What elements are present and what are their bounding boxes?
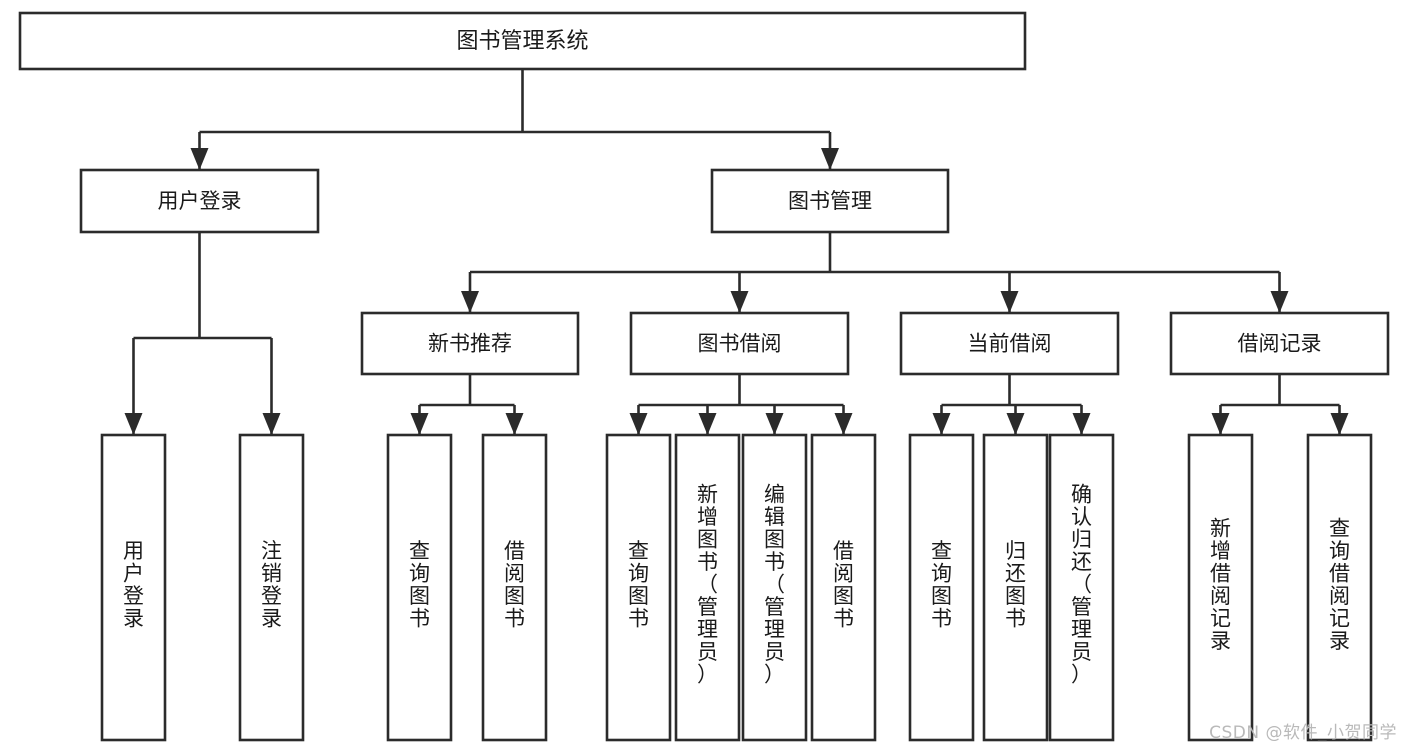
node-box-nbr-borrow-book[interactable]: [481, 433, 548, 742]
node-box-cb-query-book[interactable]: [908, 433, 975, 742]
arrow-head: [1000, 291, 1019, 313]
node-box-bb-query-book[interactable]: [605, 433, 672, 742]
arrow-head: [410, 413, 429, 435]
arrow-head: [124, 413, 143, 435]
node-box-user-login[interactable]: [79, 168, 320, 234]
arrow-head: [1211, 413, 1230, 435]
node-box-nbr-query-book[interactable]: [386, 433, 453, 742]
arrow-head: [765, 413, 784, 435]
arrow-head: [932, 413, 951, 435]
node-label-leaf-logout: 注销登录: [261, 539, 282, 631]
node-book-management[interactable]: 图书管理: [710, 168, 950, 234]
arrow-head: [1072, 413, 1091, 435]
arrow-head: [834, 413, 853, 435]
node-label-cb-confirm-return: 确认归还（管理员）: [1071, 483, 1092, 687]
node-user-login[interactable]: 用户登录: [79, 168, 320, 234]
node-cb-query-book[interactable]: 查询图书: [908, 433, 975, 742]
node-label-nbr-query-book: 查询图书: [409, 539, 430, 631]
arrow-head: [1330, 413, 1349, 435]
node-box-cb-confirm-return[interactable]: [1048, 433, 1115, 742]
node-bb-edit-book[interactable]: 编辑图书（管理员）: [741, 433, 808, 742]
node-box-br-add-record[interactable]: [1187, 433, 1254, 742]
arrow-head: [629, 413, 648, 435]
arrow-head: [1006, 413, 1025, 435]
node-box-root[interactable]: [18, 11, 1027, 71]
node-box-leaf-user-login[interactable]: [100, 433, 167, 742]
node-label-br-query-record: 查询借阅记录: [1329, 516, 1350, 653]
arrow-head: [505, 413, 524, 435]
node-book-borrow[interactable]: 图书借阅: [629, 311, 850, 376]
node-box-current-borrow[interactable]: [899, 311, 1120, 376]
arrow-head: [821, 148, 839, 170]
node-label-user-login: 用户登录: [158, 189, 242, 213]
node-label-book-borrow: 图书借阅: [698, 332, 782, 356]
node-nbr-borrow-book[interactable]: 借阅图书: [481, 433, 548, 742]
node-borrow-record[interactable]: 借阅记录: [1169, 311, 1390, 376]
node-label-br-add-record: 新增借阅记录: [1210, 516, 1231, 653]
node-label-cb-return-book: 归还图书: [1005, 539, 1026, 631]
node-box-cb-return-book[interactable]: [982, 433, 1049, 742]
arrow-head: [730, 291, 749, 313]
node-box-bb-borrow-book[interactable]: [810, 433, 877, 742]
node-leaf-logout[interactable]: 注销登录: [238, 433, 305, 742]
node-br-add-record[interactable]: 新增借阅记录: [1187, 433, 1254, 742]
node-root[interactable]: 图书管理系统: [18, 11, 1027, 71]
node-box-leaf-logout[interactable]: [238, 433, 305, 742]
node-box-book-borrow[interactable]: [629, 311, 850, 376]
node-label-leaf-user-login: 用户登录: [123, 539, 144, 631]
node-bb-borrow-book[interactable]: 借阅图书: [810, 433, 877, 742]
node-bb-query-book[interactable]: 查询图书: [605, 433, 672, 742]
node-box-bb-add-book[interactable]: [674, 433, 741, 742]
node-label-borrow-record: 借阅记录: [1238, 332, 1322, 356]
node-box-book-management[interactable]: [710, 168, 950, 234]
node-bb-add-book[interactable]: 新增图书（管理员）: [674, 433, 741, 742]
node-layer: 图书管理系统用户登录用户登录注销登录图书管理新书推荐查询图书借阅图书图书借阅查询…: [18, 11, 1390, 742]
node-new-book-recommend[interactable]: 新书推荐: [360, 311, 580, 376]
arrow-head: [190, 148, 209, 170]
node-label-bb-add-book: 新增图书（管理员）: [697, 483, 718, 687]
node-nbr-query-book[interactable]: 查询图书: [386, 433, 453, 742]
node-label-bb-borrow-book: 借阅图书: [833, 539, 854, 631]
arrow-head: [1270, 291, 1289, 313]
node-cb-confirm-return[interactable]: 确认归还（管理员）: [1048, 433, 1115, 742]
connector-layer: [124, 69, 1349, 435]
node-label-nbr-borrow-book: 借阅图书: [504, 539, 525, 631]
node-box-borrow-record[interactable]: [1169, 311, 1390, 376]
node-box-bb-edit-book[interactable]: [741, 433, 808, 742]
node-box-br-query-record[interactable]: [1306, 433, 1373, 742]
node-label-book-management: 图书管理: [788, 189, 872, 213]
node-current-borrow[interactable]: 当前借阅: [899, 311, 1120, 376]
node-br-query-record[interactable]: 查询借阅记录: [1306, 433, 1373, 742]
node-label-root: 图书管理系统: [456, 29, 588, 54]
node-label-bb-edit-book: 编辑图书（管理员）: [764, 483, 785, 687]
node-label-new-book-recommend: 新书推荐: [428, 332, 512, 356]
node-leaf-user-login[interactable]: 用户登录: [100, 433, 167, 742]
node-box-new-book-recommend[interactable]: [360, 311, 580, 376]
arrow-head: [461, 291, 479, 313]
node-label-current-borrow: 当前借阅: [968, 332, 1052, 356]
node-label-bb-query-book: 查询图书: [628, 539, 649, 631]
node-cb-return-book[interactable]: 归还图书: [982, 433, 1049, 742]
arrow-head: [698, 413, 717, 435]
arrow-head: [262, 413, 281, 435]
node-label-cb-query-book: 查询图书: [931, 539, 952, 631]
